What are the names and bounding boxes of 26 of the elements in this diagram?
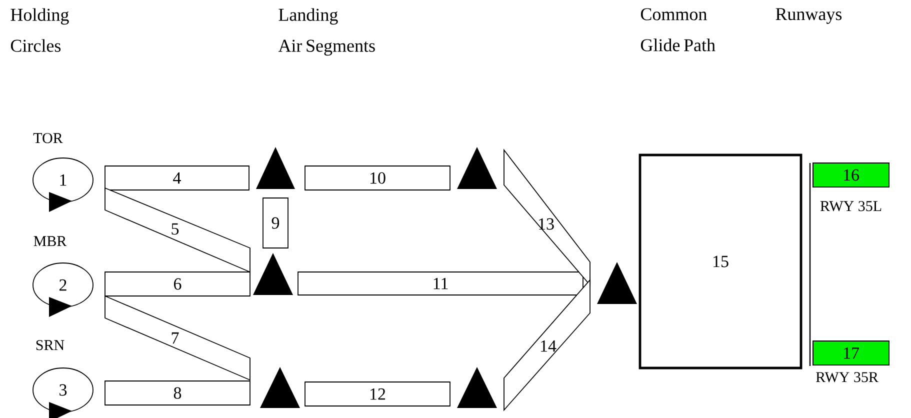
segment-box: 12 bbox=[304, 382, 450, 406]
column-heading: Holding Circles bbox=[10, 8, 69, 52]
triangle-marker bbox=[457, 147, 497, 189]
node-caption: SRN bbox=[36, 340, 64, 350]
segment-box: 6 bbox=[104, 272, 250, 296]
segment-box: 9 bbox=[262, 198, 288, 248]
runway-box: 16 bbox=[812, 162, 890, 188]
node-label: 14 bbox=[540, 340, 556, 352]
segment-box: 10 bbox=[304, 166, 450, 190]
segment-box: 8 bbox=[104, 380, 250, 406]
column-heading: Landing Air Segments bbox=[278, 8, 375, 56]
triangle-marker bbox=[256, 147, 295, 189]
segment-box: 11 bbox=[298, 272, 584, 296]
node-caption: RWY 35L bbox=[820, 201, 882, 212]
triangle-marker bbox=[253, 253, 293, 295]
triangle-marker bbox=[457, 367, 497, 408]
segment-box: 4 bbox=[104, 166, 250, 190]
node-caption: TOR bbox=[33, 133, 63, 144]
column-heading: Runways bbox=[776, 8, 842, 24]
glide-path-box: 15 bbox=[638, 154, 802, 370]
column-heading: Common Glide Path bbox=[640, 8, 716, 52]
triangle-marker bbox=[260, 367, 300, 408]
triangle-marker bbox=[597, 262, 637, 304]
node-caption: RWY 35R bbox=[816, 372, 878, 382]
node-caption: MBR bbox=[34, 236, 67, 246]
runway-box: 17 bbox=[812, 340, 890, 366]
